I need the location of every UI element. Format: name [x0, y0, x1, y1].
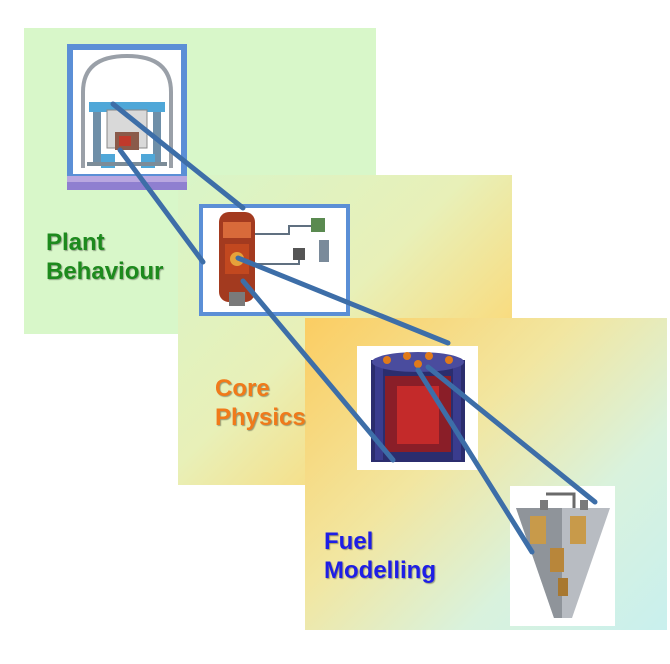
- core-physics-label: Core Physics: [215, 374, 306, 432]
- label-line: Behaviour: [46, 258, 164, 285]
- label-line: Modelling: [324, 557, 436, 584]
- reactor-core-image: [357, 346, 478, 470]
- plant-containment-image: [67, 44, 187, 190]
- label-line: Physics: [215, 404, 306, 431]
- label-line: Plant: [46, 229, 105, 256]
- reactor-vessel-image: [199, 204, 350, 316]
- label-line: Core: [215, 375, 270, 402]
- label-line: Fuel: [324, 528, 374, 555]
- plant-behaviour-label: Plant Behaviour: [46, 228, 163, 286]
- fuel-modelling-label: Fuel Modelling: [324, 527, 436, 585]
- fuel-assembly-image: [510, 486, 615, 626]
